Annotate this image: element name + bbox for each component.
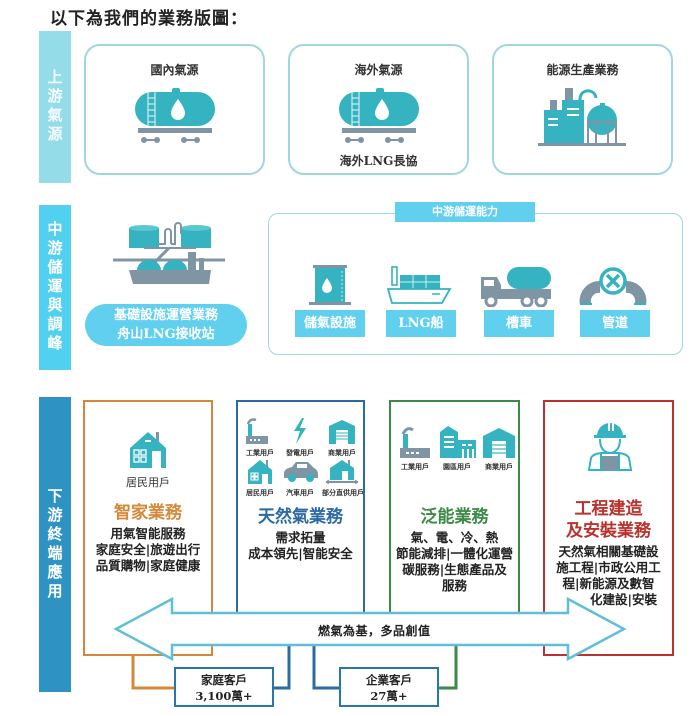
stage-label-downstream: 下游終端應用 — [45, 487, 64, 602]
capability-label-tanker-truck: 槽車 — [484, 310, 554, 337]
body-line: 天然氣相關基礎設 — [558, 544, 659, 559]
heading-line: 工程建造 — [574, 499, 643, 519]
body-line: 程|新能源及數智 — [562, 576, 655, 591]
icon-cell-commercial: 商業用戶 — [479, 426, 519, 472]
natural-gas-body: 需求拓量 成本領先|智能安全 — [238, 530, 363, 562]
terminal-business-pill: 基礎設施運營業務 舟山LNG接收站 — [85, 304, 247, 346]
icon-cell-vehicle: 汽車用戶 — [280, 458, 320, 498]
icon-cell-industrial: 工業用戶 — [240, 418, 280, 458]
upstream-card-domestic: 國內氣源 — [84, 44, 265, 175]
icon-caption: 工業用戶 — [401, 462, 429, 471]
upstream-card-overseas: 海外氣源 海外LNG長協 — [288, 44, 469, 175]
smart-home-heading: 智家業務 — [114, 503, 182, 523]
upstream-card-title: 能源生產業務 — [546, 63, 619, 77]
body-line: 節能減排|一體化運營 — [395, 546, 514, 561]
car-icon — [284, 462, 318, 482]
double-arrow-icon — [113, 596, 627, 662]
tank-car-icon — [339, 88, 419, 143]
natural-gas-card: 工業用戶 發電用戶 商業用戶 居民用戶 汽車用戶 部分直供用戶 天然氣業務 需求… — [236, 400, 365, 632]
capability-pipeline — [576, 265, 650, 307]
factory-icon — [400, 427, 430, 458]
building-pipeline-icon — [325, 460, 359, 485]
body-line: 家庭安全|旅遊出行 — [95, 542, 201, 557]
capability-tanker-truck — [479, 265, 553, 307]
lng-terminal-icon — [113, 222, 225, 284]
lightning-bolt-icon — [294, 418, 306, 444]
icon-cell-commercial: 商業用戶 — [322, 418, 362, 458]
terminal-line1: 基礎設施運營業務 — [113, 308, 218, 323]
midstream-capability-title: 中游儲運能力 — [395, 202, 535, 222]
icon-caption: 工業用戶 — [246, 448, 274, 457]
terminal-line2: 舟山LNG接收站 — [117, 327, 215, 342]
heading-line: 及安裝業務 — [566, 521, 651, 541]
house-icon — [130, 432, 166, 468]
pan-energy-card: 工業用戶 園區用戶 商業用戶 泛能業務 氣、電、冷、熱 節能減排|一體化運營 碳… — [389, 400, 520, 632]
capability-lng-ship — [382, 265, 456, 307]
icon-cell-park: 園區用戶 — [436, 426, 478, 472]
house-icon — [248, 460, 272, 484]
body-line: 品質購物|家庭健康 — [95, 558, 201, 573]
icon-caption: 部分直供用戶 — [322, 488, 364, 497]
pan-energy-body: 氣、電、冷、熱 節能減排|一體化運營 碳服務|生態產品及 服務 — [391, 530, 518, 594]
capability-label-storage: 儲氣設施 — [295, 310, 365, 337]
factory-plant-icon — [538, 88, 626, 146]
upstream-card-subtitle: 海外LNG長協 — [339, 154, 418, 168]
lng-ship-icon — [386, 266, 452, 304]
tank-car-icon — [135, 88, 215, 143]
body-line: 需求拓量 — [275, 530, 326, 545]
engineering-body: 天然氣相關基礎設 施工程|市政公用工 程|新能源及數智 化建設|安裝 — [545, 544, 672, 608]
customer-box-enterprise: 企業客戶 27萬+ — [339, 667, 439, 707]
construction-worker-icon — [587, 423, 633, 471]
smart-home-body: 用氣智能服務 家庭安全|旅遊出行 品質購物|家庭健康 — [85, 526, 211, 574]
customer-value: 3,100萬+ — [195, 689, 253, 703]
stage-label-midstream: 中游儲運與調峰 — [45, 221, 64, 354]
customer-label: 家庭客戶 — [201, 673, 247, 687]
arrow-slogan: 燃氣為基，多品創值 — [318, 624, 431, 638]
pan-energy-heading: 泛能業務 — [420, 507, 489, 527]
customer-box-household: 家庭客戶 3,100萬+ — [174, 667, 274, 707]
warehouse-icon — [329, 420, 355, 444]
icon-caption: 汽車用戶 — [286, 488, 314, 497]
icon-cell-power: 發電用戶 — [280, 418, 320, 458]
icon-cell-resident: 居民用戶 — [240, 458, 280, 498]
storage-tank-icon — [309, 265, 351, 305]
pipeline-valve-icon — [579, 267, 647, 305]
warehouse-icon — [483, 428, 515, 458]
tanker-truck-icon — [481, 267, 551, 307]
icon-caption: 發電用戶 — [286, 448, 314, 457]
upstream-card-title: 海外氣源 — [354, 63, 403, 77]
icon-caption: 商業用戶 — [328, 448, 356, 457]
capability-storage — [293, 265, 367, 307]
stage-bar-midstream: 中游儲運與調峰 — [39, 205, 71, 370]
factory-icon — [246, 418, 268, 444]
customer-value: 27萬+ — [370, 689, 408, 703]
icon-cell-industrial: 工業用戶 — [395, 426, 435, 472]
body-line: 用氣智能服務 — [110, 526, 186, 541]
icon-cell-direct-supply: 部分直供用戶 — [322, 458, 364, 498]
icon-caption: 園區用戶 — [443, 462, 471, 471]
capability-label-lng-ship: LNG船 — [386, 310, 456, 337]
natural-gas-heading: 天然氣業務 — [258, 507, 343, 527]
stage-bar-downstream: 下游終端應用 — [39, 397, 71, 692]
office-buildings-icon — [440, 426, 476, 458]
stage-label-upstream: 上游氣源 — [45, 69, 64, 145]
page-intro: 以下為我們的業務版圖： — [50, 9, 248, 29]
icon-caption: 居民用戶 — [246, 488, 274, 497]
body-line: 化建設|安裝 — [589, 592, 658, 607]
capability-label-pipeline: 管道 — [580, 310, 650, 337]
body-line: 氣、電、冷、熱 — [410, 530, 499, 545]
body-line: 服務 — [441, 578, 467, 593]
resident-user-label: 居民用戶 — [126, 476, 170, 489]
customer-label: 企業客戶 — [366, 673, 412, 687]
body-line: 施工程|市政公用工 — [556, 560, 661, 575]
body-line: 碳服務|生態產品及 — [402, 562, 507, 577]
stage-bar-upstream: 上游氣源 — [39, 31, 71, 183]
icon-caption: 商業用戶 — [485, 462, 513, 471]
engineering-heading: 工程建造 及安裝業務 — [545, 498, 672, 542]
upstream-card-title: 國內氣源 — [150, 63, 199, 77]
upstream-card-energy-production: 能源生產業務 — [492, 44, 673, 175]
body-line: 成本領先|智能安全 — [248, 546, 353, 561]
